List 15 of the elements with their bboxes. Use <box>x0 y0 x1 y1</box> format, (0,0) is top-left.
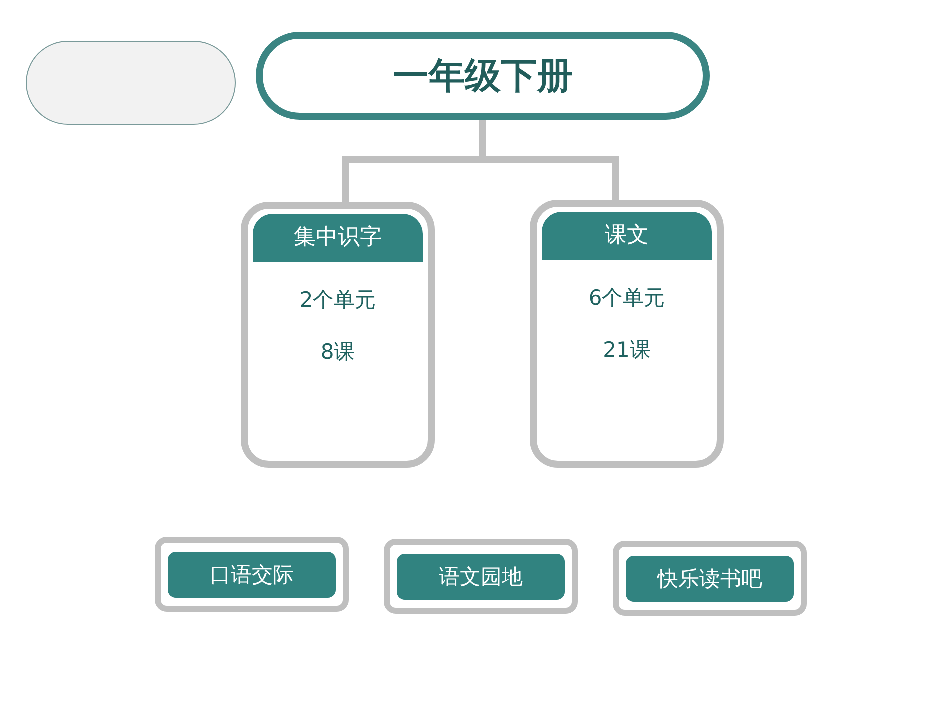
title-text: 一年级下册 <box>393 54 573 98</box>
topic-button <box>613 541 807 616</box>
card-text: 6个单元 <box>588 285 666 312</box>
category-card <box>530 200 724 468</box>
topic-label: 口语交际 <box>168 552 336 598</box>
card-heading: 课文 <box>542 212 712 260</box>
category-card <box>241 202 435 468</box>
topic-button <box>384 539 578 614</box>
card-text: 2个单元 <box>298 287 378 314</box>
topic-label: 语文园地 <box>397 554 565 600</box>
card-text: 21课 <box>602 337 652 364</box>
topic-label: 快乐读书吧 <box>626 556 794 602</box>
topic-button <box>155 537 349 612</box>
card-text: 8课 <box>320 339 356 366</box>
card-heading: 集中识字 <box>253 214 423 262</box>
